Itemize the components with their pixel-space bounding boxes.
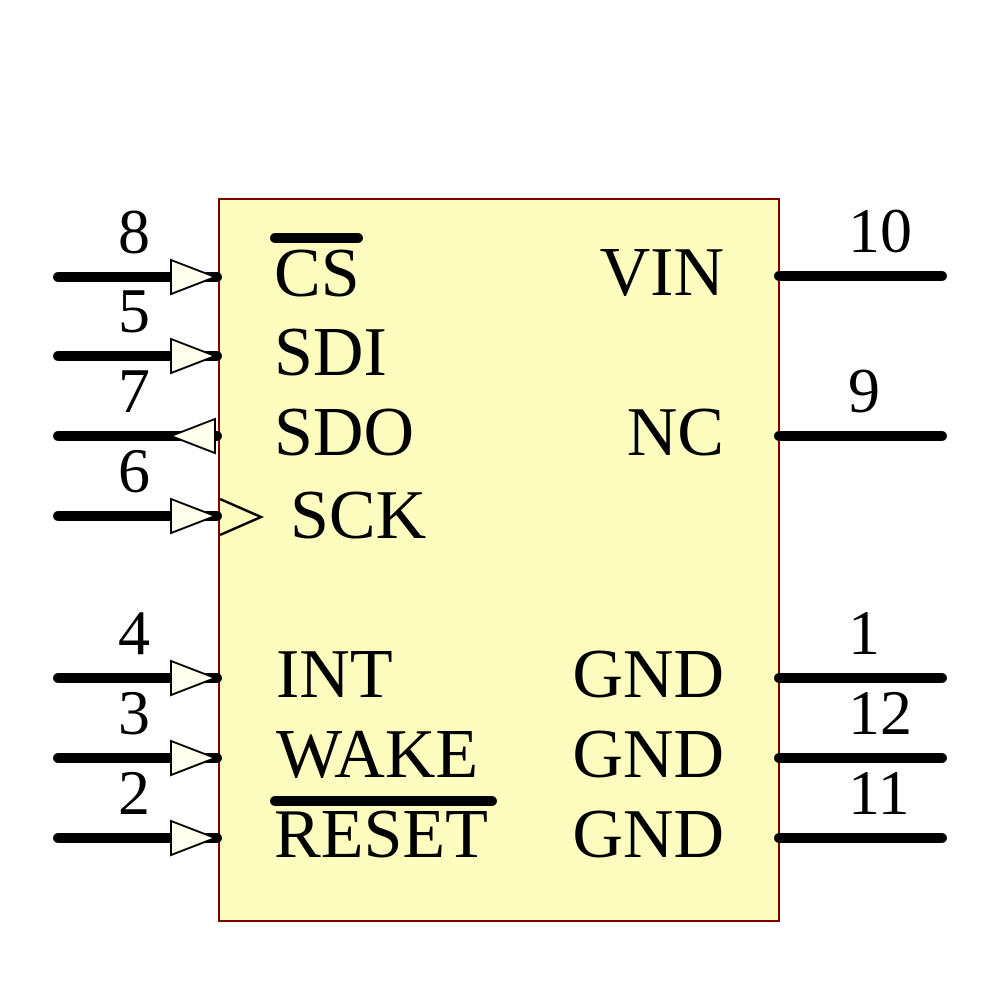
pin-number-vin: 10 [848,195,912,266]
pin-wire-reset[interactable] [53,833,222,843]
input-arrow-icon [170,258,218,296]
pin-wire-gnd-11[interactable] [774,833,947,843]
pin-label-wake: WAKE [276,716,479,793]
pin-label-nc: NC [626,394,724,471]
pin-label-sck: SCK [290,477,427,554]
pin-wire-gnd-12[interactable] [774,753,947,763]
pin-number-wake: 3 [118,677,150,748]
pin-label-gnd-12: GND [572,716,724,793]
pin-wire-nc[interactable] [774,431,947,441]
pin-number-sdi: 5 [118,275,150,346]
pin-label-gnd-1: GND [572,636,724,713]
pin-number-gnd-1: 1 [848,597,880,668]
pin-label-vin: VIN [599,234,724,311]
pin-label-reset: RESET [274,796,488,873]
input-arrow-icon [170,659,218,697]
output-arrow-icon [168,417,216,455]
pin-label-int: INT [276,636,393,713]
pin-wire-vin[interactable] [774,271,947,281]
pin-wire-wake[interactable] [53,753,222,763]
pin-label-gnd-11: GND [572,796,724,873]
pin-label-sdi: SDI [274,314,387,391]
pin-number-cs: 8 [118,196,150,267]
pin-number-nc: 9 [848,355,880,426]
pin-wire-gnd-1[interactable] [774,673,947,683]
pin-number-gnd-11: 11 [848,757,910,828]
input-arrow-icon [170,819,218,857]
input-arrow-icon [170,337,218,375]
pin-wire-int[interactable] [53,673,222,683]
clock-icon [219,497,265,537]
pin-number-int: 4 [118,597,150,668]
pin-wire-sdo[interactable] [53,431,222,441]
reset-overline-bar [270,796,497,806]
pin-wire-sck[interactable] [53,511,222,521]
pin-number-gnd-12: 12 [848,677,912,748]
pin-label-cs: CS [274,235,360,312]
input-arrow-icon [170,739,218,777]
pin-number-sdo: 7 [118,355,150,426]
pin-wire-cs[interactable] [53,272,222,282]
pin-number-reset: 2 [118,757,150,828]
pin-number-sck: 6 [118,435,150,506]
pin-label-sdo: SDO [274,394,415,471]
pin-wire-sdi[interactable] [53,351,222,361]
cs-overline-bar [270,233,363,243]
input-arrow-icon [170,497,218,535]
